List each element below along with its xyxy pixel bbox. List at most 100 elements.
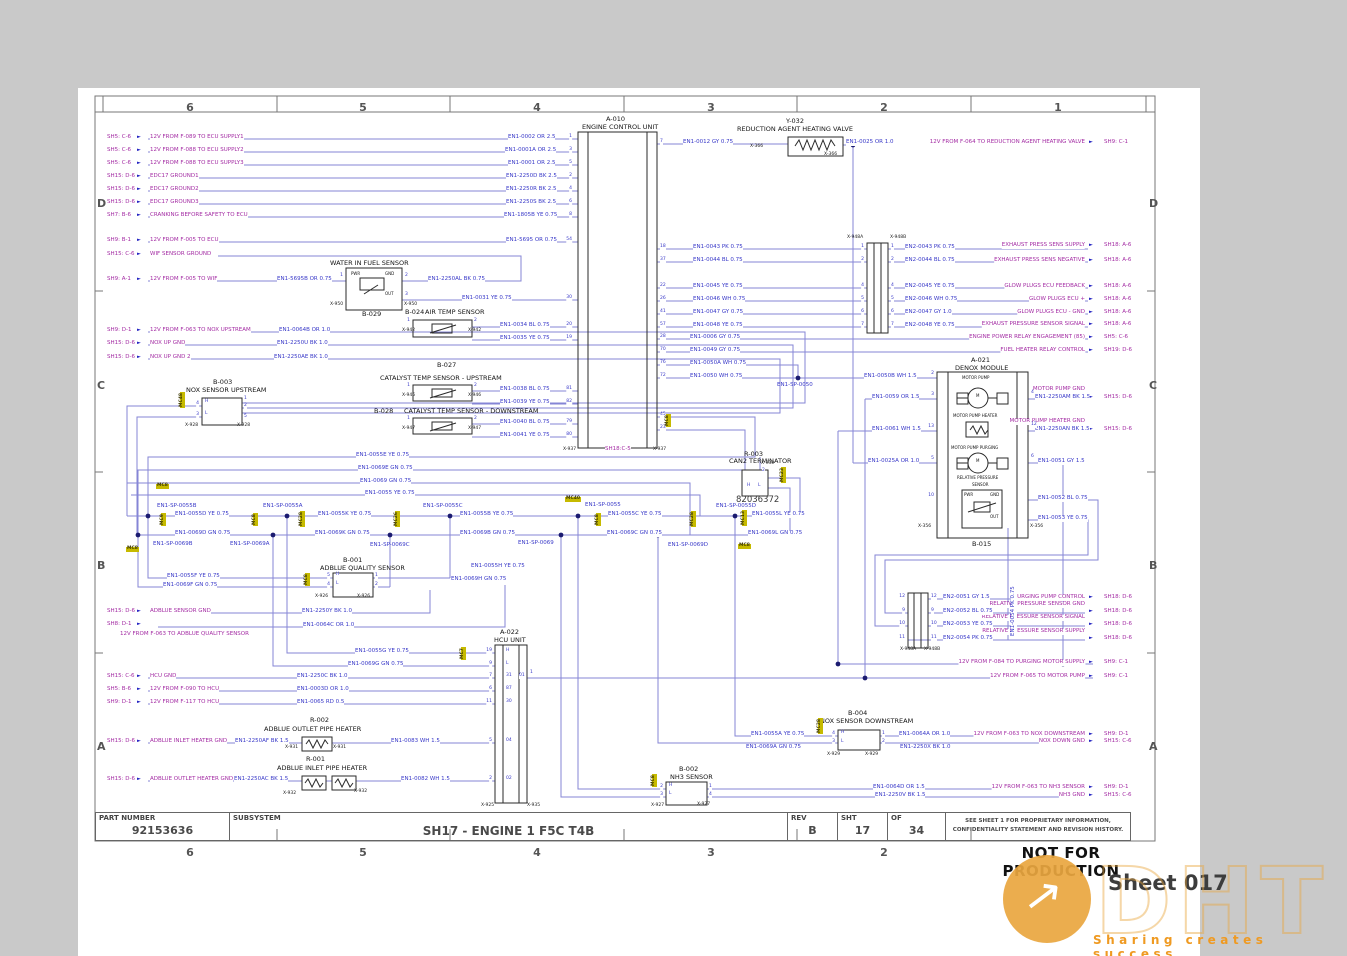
ref-arrow-icon: ► [137, 212, 141, 218]
ref-arrow-icon: ► [137, 327, 141, 333]
component-name: REDUCTION AGENT HEATING VALVE [737, 125, 853, 133]
wire-label: MOTOR PUMP [962, 375, 990, 380]
offsheet-ref: SH9: D-1 [1104, 731, 1129, 738]
junction-dot [558, 532, 564, 538]
part-number-cell: PART NUMBER 92153636 [96, 813, 229, 840]
ref-arrow-icon: ► [1089, 738, 1093, 744]
ref-arrow-icon: ► [137, 621, 141, 627]
part-number-label: PART NUMBER [99, 814, 156, 822]
ref-arrow-icon: ► [1089, 635, 1093, 641]
wire-label: EN1-2250S BK 2.5 [506, 199, 557, 206]
offsheet-ref: SH9: D-1 [1104, 784, 1129, 791]
pin-number: L [669, 791, 672, 797]
rev-value: B [808, 824, 817, 837]
wire-label: EN1-0055F YE 0.75 [167, 573, 220, 580]
ref-arrow-icon: ► [1089, 347, 1093, 353]
offsheet-ref: SH15: D-6 [107, 776, 135, 783]
connector-label: X-931 [333, 745, 347, 750]
offsheet-ref: SH18: A-6 [1104, 309, 1132, 316]
splice-name: EN1-SP-0055A [263, 503, 303, 509]
splice-tag: MC8 [651, 774, 657, 787]
pin-number: 1 [407, 318, 410, 324]
ref-arrow-icon: ► [1089, 139, 1093, 145]
junction-dot [135, 532, 141, 538]
ref-arrow-icon: ► [137, 160, 141, 166]
pin-number: 3 [660, 792, 663, 798]
component-name: A-022 [500, 628, 520, 636]
offsheet-ref: SH5: C-6 [107, 147, 132, 154]
pin-number: 1 [244, 396, 247, 402]
signal-name: 12V FROM F-064 TO REDUCTION AGENT HEATIN… [929, 139, 1085, 146]
offsheet-ref: SH5: C-6 [1104, 334, 1129, 341]
wire-label: EN1-0069E GN 0.75 [358, 465, 413, 472]
offsheet-ref: SH5: C-6 [107, 134, 132, 141]
offsheet-ref: SH9: D-1 [107, 327, 132, 334]
signal-name: 12V FROM F-063 TO NH3 SENSOR [991, 784, 1085, 791]
connector-label: X-925 [481, 803, 495, 808]
wire-label: OUT [385, 291, 394, 296]
pin-number: 2 [244, 403, 247, 409]
pin-number: L [841, 739, 844, 745]
component-name: NOX SENSOR UPSTREAM [186, 386, 267, 394]
offsheet-ref: SH15: D-6 [1104, 426, 1132, 433]
pin-number: 19 [566, 335, 572, 341]
connector-label: X-926 [357, 594, 371, 599]
wire-label: EN1-0051 GY 1.5 [1038, 458, 1085, 465]
ecu [577, 131, 658, 449]
wire-segment [734, 516, 838, 737]
wire-label: M [976, 458, 980, 463]
x948-lower [907, 592, 929, 649]
pin-number: 23 [660, 425, 666, 431]
connector-label: X-929 [865, 752, 879, 757]
wire-label: EN2-0051 GY 1.5 [943, 594, 990, 601]
wire-label: EN1-2250R BK 2.5 [506, 186, 557, 193]
wire-label: EN1-0035 YE 0.75 [500, 335, 550, 342]
pin-number: 1 [882, 731, 885, 737]
grid-row-label: B [97, 559, 106, 572]
component-name: ADBLUE INLET PIPE HEATER [277, 764, 368, 772]
pin-number: 1 [407, 416, 410, 422]
ref-arrow-icon: ► [1089, 621, 1093, 627]
wire-label: EN1-0069G GN 0.75 [348, 661, 404, 668]
pin-number: 72 [660, 373, 666, 379]
pin-number: 2 [660, 784, 663, 790]
junction-dot [835, 661, 841, 667]
pin-number: 18 [660, 244, 666, 250]
wire-label: EN1-0043 PK 0.75 [693, 244, 743, 251]
wire-segment [137, 535, 333, 588]
wire-segment [908, 528, 1009, 641]
sht-value: 17 [854, 824, 871, 837]
signal-name: 12V FROM F-117 TO HCU [150, 699, 220, 706]
splice-tag: MC28 [299, 510, 305, 527]
wire-label: 82036372 [736, 495, 780, 505]
wire-label: EN1-0001 OR 2.5 [508, 160, 556, 167]
pin-number: 2 [375, 582, 378, 588]
pin-number: 26 [660, 296, 666, 302]
wire-segment [794, 138, 836, 152]
offsheet-ref: SH5: B-6 [107, 686, 131, 693]
wire-label: EN1-0050B WH 1.5 [864, 373, 917, 380]
signal-name: EDC17 GROUND2 [150, 186, 199, 193]
splice-tag: MC7 [460, 647, 466, 660]
wire-label: EN1-0064C OR 1.0 [303, 622, 355, 629]
wire-label: EN1-0025 OR 1.0 [846, 139, 894, 146]
component-name: B-001 [343, 556, 363, 564]
pin-number: L [506, 661, 509, 667]
connector-label: X-946 [402, 393, 416, 398]
ref-arrow-icon: ► [137, 673, 141, 679]
splice-name: EN1-SP-0069 [518, 540, 554, 546]
wire-label: EN1-0055D YE 0.75 [175, 511, 229, 518]
pin-number: 76 [660, 360, 666, 366]
pin-number: 9 [489, 661, 492, 667]
splice-tag: MC26 [394, 510, 400, 527]
offsheet-ref: SH15: D-6 [107, 199, 135, 206]
pin-number: 2 [861, 257, 864, 263]
signal-name: PURGING PUMP CONTROL [1013, 594, 1085, 601]
rev-cell: REV B [787, 813, 837, 840]
air-temp-sensor [412, 319, 473, 338]
connector-label: X-930 [761, 461, 775, 466]
pin-number: 2 [474, 416, 477, 422]
ref-arrow-icon: ► [137, 776, 141, 782]
wire-label: EN1-0064A OR 1.0 [899, 731, 951, 738]
wire-label: EN1-0064D OR 1.5 [873, 784, 925, 791]
